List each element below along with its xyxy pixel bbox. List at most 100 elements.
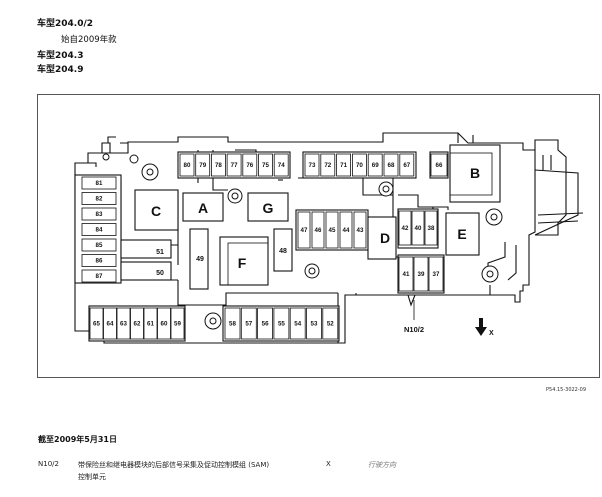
fuse-60-label: 60 [161, 321, 168, 328]
fuse-71-cell [336, 153, 352, 177]
model-line-3: 车型204.9 [37, 65, 84, 75]
fuse-65-label: 65 [93, 321, 100, 328]
relay-g-box [247, 192, 289, 222]
legend-description: 带保险丝和继电器模块的后部信号采集及促动控制模组 (SAM) [78, 461, 270, 469]
fuse-39-label: 39 [418, 271, 425, 278]
fuse-70-cell [351, 153, 367, 177]
fuse-76-label: 76 [246, 162, 253, 169]
fuse-61-label: 61 [147, 321, 154, 328]
fuse-81-cell [81, 176, 117, 190]
fuse-81-label: 81 [96, 180, 103, 187]
fuse-80-cell [179, 153, 195, 177]
fuse-48-label: 48 [279, 248, 287, 255]
fuse-56-cell [257, 307, 274, 340]
fuse-69-cell [367, 153, 383, 177]
relay-c-label: C [151, 203, 161, 219]
direction-label: X [489, 330, 494, 337]
module-label: N10/2 [404, 325, 424, 334]
fuse-50-label: 50 [156, 270, 164, 277]
relay-a-label: A [198, 200, 208, 216]
fuse-40-label: 40 [415, 225, 422, 232]
fuse-78-label: 78 [215, 162, 222, 169]
direction-arrow-icon [475, 318, 487, 336]
fuse-63-label: 63 [120, 321, 127, 328]
fuse-62-cell [130, 307, 144, 340]
fuse-76-cell [242, 153, 258, 177]
fuse-55-label: 55 [278, 321, 285, 328]
fuse-74-cell [273, 153, 289, 177]
subheading: 截至2009年5月31日 [38, 435, 117, 444]
fuse-45-cell [325, 211, 339, 249]
relay-e-label: E [457, 226, 466, 242]
fuse-78-cell [210, 153, 226, 177]
fuse-56-label: 56 [262, 321, 269, 328]
fuse-86-label: 86 [96, 258, 103, 265]
fuse-68-label: 68 [388, 162, 395, 169]
fuse-73-cell [304, 153, 320, 177]
fuse-84-cell [81, 223, 117, 236]
legend-code: N10/2 [38, 460, 59, 468]
fuse-83-label: 83 [96, 211, 103, 218]
fuse-64-cell [103, 307, 117, 340]
fuse-87-cell [81, 269, 117, 283]
fuse-62-label: 62 [134, 321, 141, 328]
fuse-74-label: 74 [278, 162, 285, 169]
fuse-45-label: 45 [329, 227, 336, 234]
model-line-1: 车型204.0/2 [37, 19, 94, 29]
fuse-37-label: 37 [433, 271, 440, 278]
legend-x-code: X [326, 460, 331, 468]
relay-d-box [367, 216, 397, 260]
fuse-82-cell [81, 192, 117, 205]
fuse-52-cell [322, 307, 339, 340]
fuse-42-cell [398, 210, 412, 246]
fuse-83-cell [81, 207, 117, 221]
fuse-38-label: 38 [428, 225, 435, 232]
relay-51-box [120, 239, 172, 259]
relay-c-box [134, 189, 179, 231]
fuse-39-cell [413, 256, 429, 292]
model-year-line: 始自2009年款 [61, 35, 117, 45]
fuse-61-cell [143, 307, 158, 340]
fuse-47-label: 47 [301, 227, 308, 234]
legend-description-2: 控制单元 [78, 473, 106, 481]
fuse-42-label: 42 [402, 225, 409, 232]
fuse-73-label: 73 [309, 162, 316, 169]
fuse-41-label: 41 [403, 271, 410, 278]
fuse-48-box [273, 228, 293, 272]
fuse-84-label: 84 [96, 227, 103, 234]
fuse-86-cell [81, 254, 117, 267]
figure-reference: P54.15-3022-09 [546, 387, 587, 393]
fuse-43-label: 43 [357, 227, 364, 234]
fuse-87-label: 87 [96, 273, 103, 280]
fuse-51-label: 51 [156, 249, 164, 256]
fuse-46-label: 46 [315, 227, 322, 234]
fuse-85-label: 85 [96, 242, 103, 249]
fuse-44-cell [339, 211, 353, 249]
fuse-65-cell [89, 307, 104, 340]
fuse-49-box [189, 228, 209, 290]
fuse-49-label: 49 [196, 256, 204, 263]
relay-f-label: F [238, 255, 247, 271]
fuse-77-label: 77 [231, 162, 238, 169]
relay-d-label: D [380, 230, 390, 246]
fuse-47-cell [297, 211, 311, 249]
relay-e-box [445, 212, 480, 256]
relay-50-box [120, 261, 172, 281]
fuse-66-cell [430, 153, 448, 177]
fuse-67-label: 67 [403, 162, 410, 169]
fuse-38-cell [424, 210, 438, 246]
fuse-43-cell [353, 211, 367, 249]
relay-g-label: G [263, 200, 274, 216]
model-line-2: 车型204.3 [37, 51, 84, 61]
fuse-37-cell [428, 256, 444, 292]
fuse-44-label: 44 [343, 227, 350, 234]
fuse-72-label: 72 [324, 162, 331, 169]
fuse-46-cell [311, 211, 325, 249]
relay-b-label: B [470, 165, 480, 181]
fuse-79-label: 79 [199, 162, 206, 169]
fuse-53-label: 53 [311, 321, 318, 328]
fuse-85-cell [81, 238, 117, 252]
relay-a-box [182, 192, 224, 222]
